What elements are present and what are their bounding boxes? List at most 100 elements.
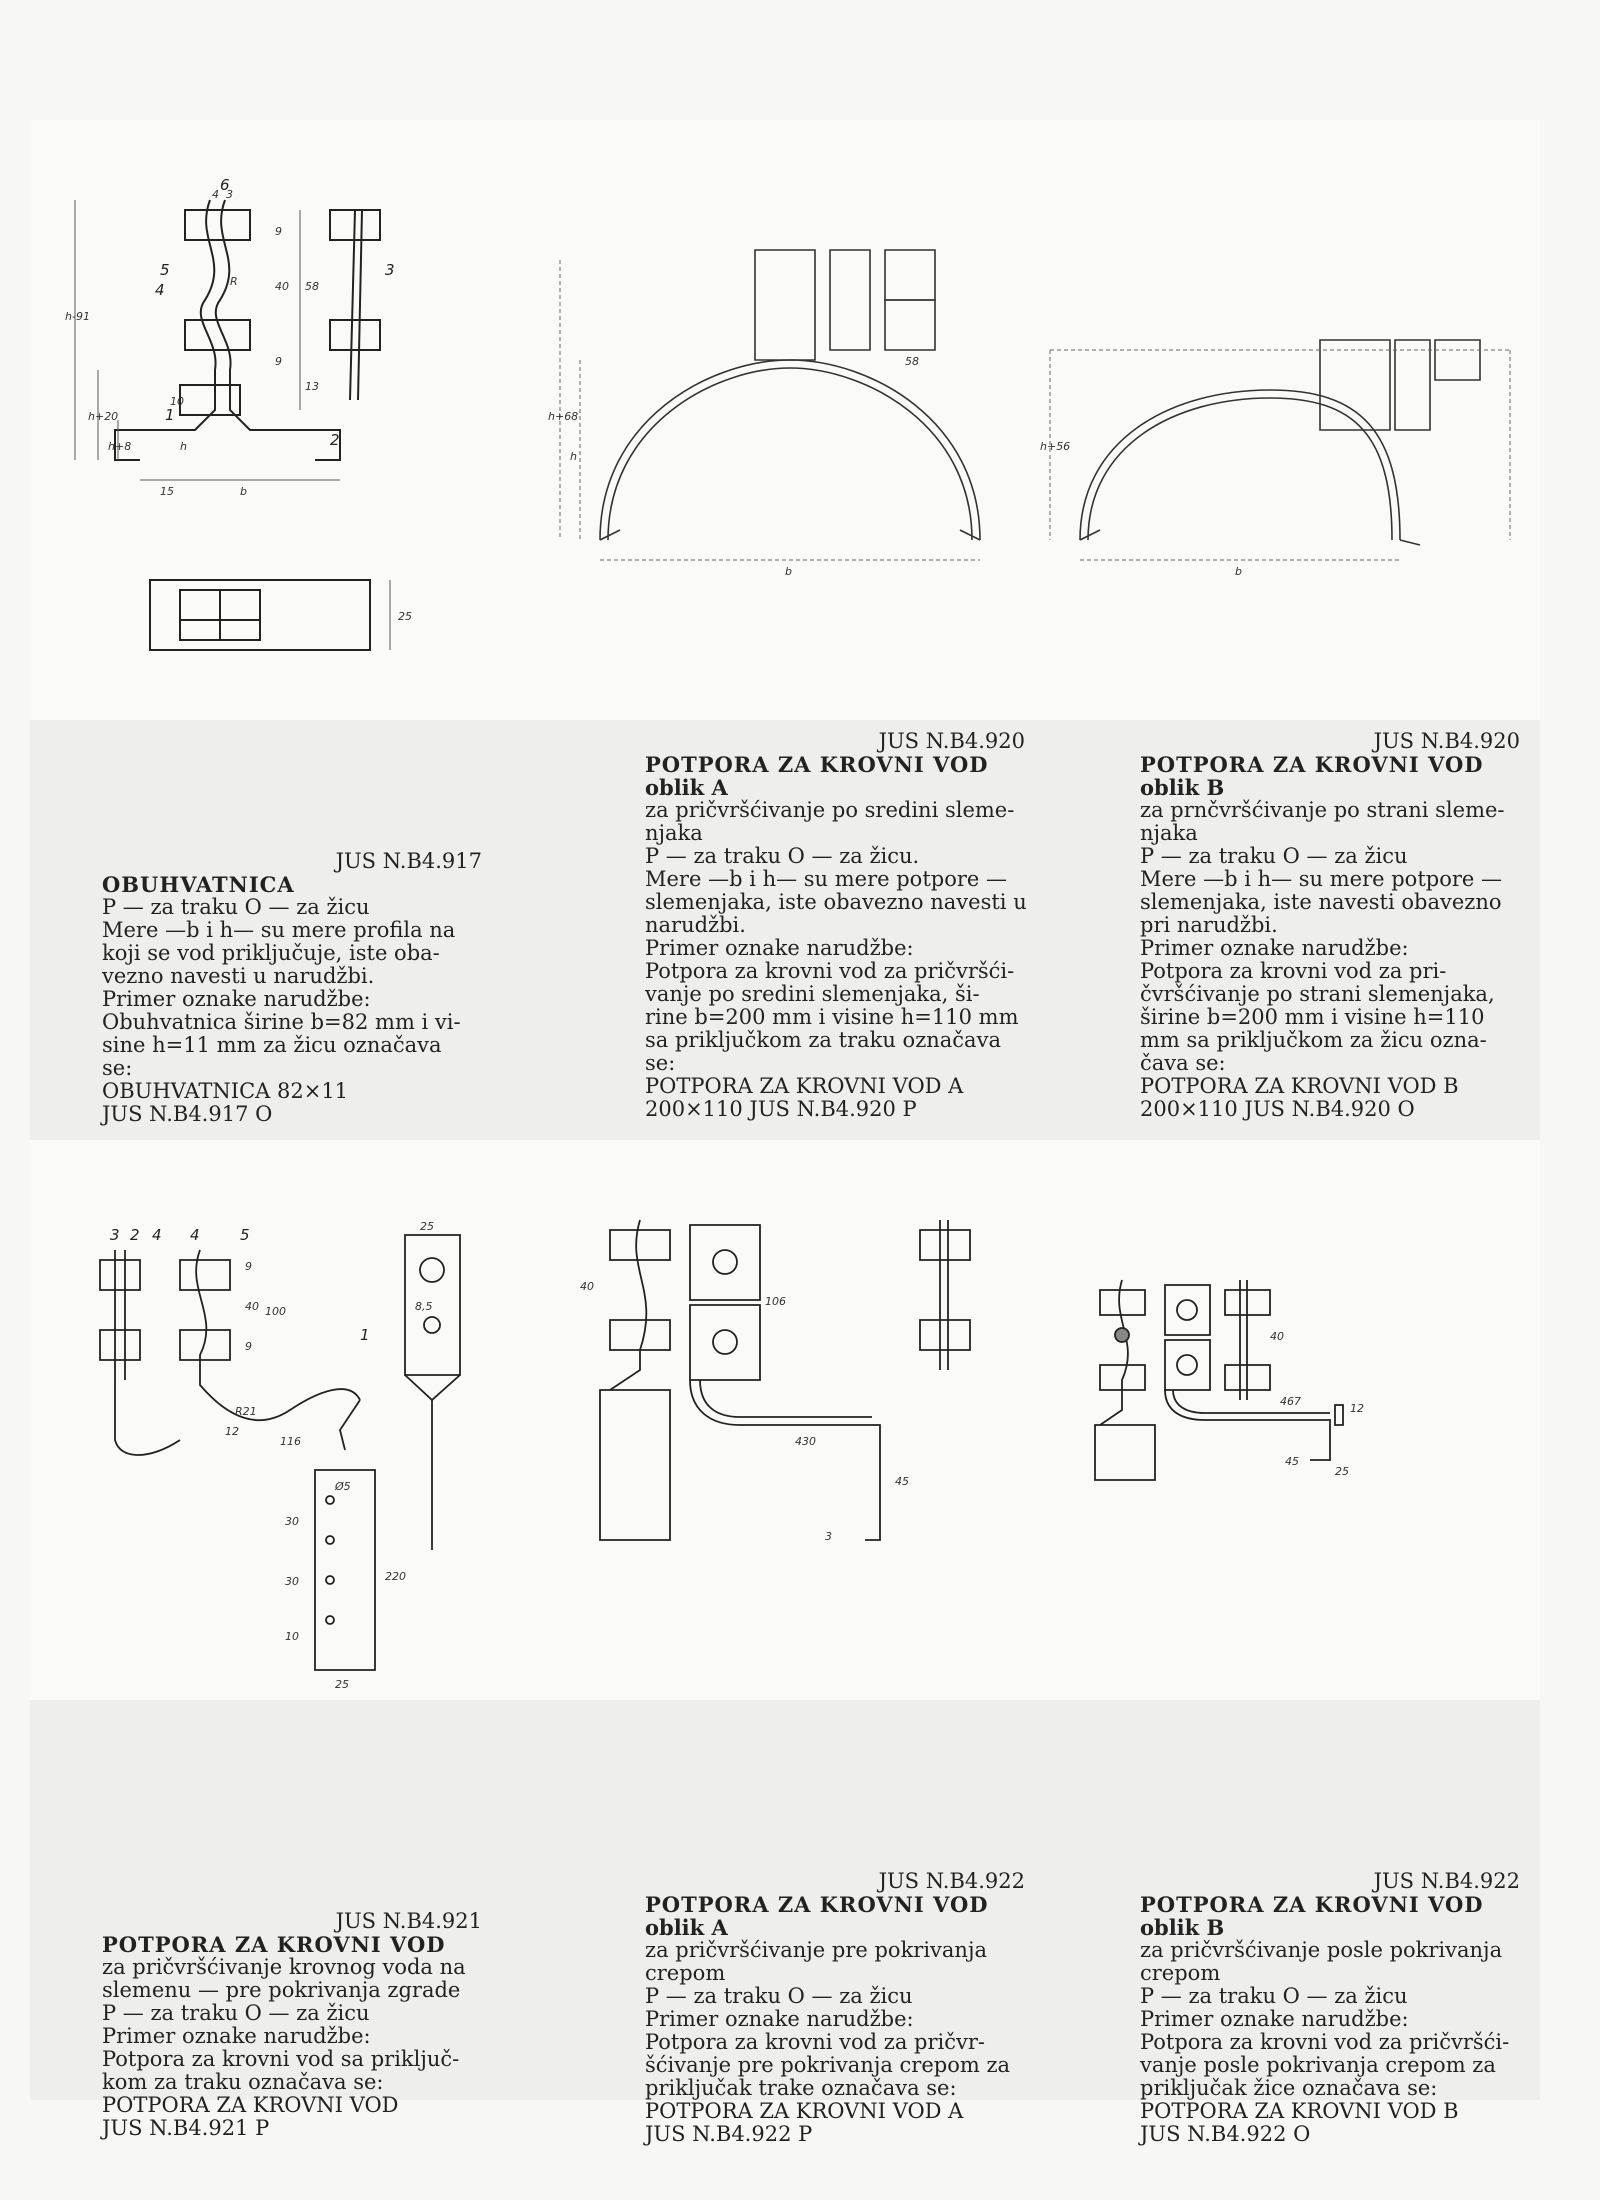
- text-line: vezno navesti u narudžbi.: [102, 964, 375, 988]
- text-potpora-922-b: JUS N.B4.922 POTPORA ZA KROVNI VOD oblik…: [1040, 1700, 1540, 2146]
- text-line: Primer oznake narudžbe:: [102, 2024, 371, 2048]
- drawing-obuhvatnica: 6 5 4 3 2 1 h-91 h+20 h+8 h 15 b 10 13 9…: [30, 120, 540, 720]
- text-line: širine b=200 mm i visine h=110: [1140, 1005, 1485, 1029]
- text-line: P — za traku O — za žicu: [1140, 844, 1408, 868]
- dim-10: 10: [170, 395, 184, 408]
- dim-9a: 9: [275, 225, 282, 238]
- dim-58: 58: [305, 280, 319, 293]
- text-line: vanje posle pokrivanja crepom za: [1140, 2053, 1496, 2077]
- dim-8-5: 8,5: [415, 1300, 433, 1313]
- dim-h20: h+20: [88, 410, 118, 423]
- text-line: sine h=11 mm za žicu označava: [102, 1033, 442, 1057]
- dim-40: 40: [580, 1280, 594, 1293]
- dim-430: 430: [795, 1435, 816, 1448]
- text-line: slemenu — pre pokrivanja zgrade: [102, 1978, 461, 2002]
- standard-code: JUS N.B4.922: [878, 1869, 1025, 1893]
- text-line: se:: [102, 1056, 133, 1080]
- label-4: 4: [155, 281, 165, 299]
- dim-b: b: [1235, 565, 1242, 578]
- label-4a: 4: [152, 1226, 162, 1244]
- text-line: Primer oznake narudžbe:: [645, 2007, 914, 2031]
- label-4b: 4: [190, 1226, 200, 1244]
- dim-30a: 30: [285, 1515, 299, 1528]
- dim-4: 4: [212, 188, 219, 201]
- text-line: koji se vod priključuje, iste oba-: [102, 941, 440, 965]
- text-potpora-922-a: JUS N.B4.922 POTPORA ZA KROVNI VOD oblik…: [540, 1700, 1040, 2146]
- dim-9b: 9: [275, 355, 282, 368]
- dim-40: 40: [1270, 1330, 1284, 1343]
- text-line: za pričvršćivanje posle pokrivanja: [1140, 1938, 1503, 1962]
- dim-40: 40: [275, 280, 289, 293]
- text-line: se:: [645, 1051, 676, 1075]
- text-line: P — za traku O — za žicu.: [645, 844, 920, 868]
- dim-R: R: [230, 275, 238, 288]
- dim-d5: Ø5: [334, 1480, 351, 1493]
- text-line: Potpora za krovni vod za pričvr-: [645, 2030, 985, 2054]
- dim-b: b: [240, 485, 247, 498]
- text-line: crepom: [645, 1961, 726, 1985]
- dim-25: 25: [1335, 1465, 1349, 1478]
- label-1: 1: [165, 406, 175, 424]
- panel-title: POTPORA ZA KROVNI VOD: [102, 1932, 446, 1957]
- text-line: JUS N.B4.922 O: [1140, 2122, 1311, 2146]
- standard-code: JUS N.B4.920: [1373, 729, 1520, 753]
- label-3: 3: [385, 261, 395, 279]
- text-line: POTPORA ZA KROVNI VOD B: [1140, 2099, 1459, 2123]
- label-3: 3: [110, 1226, 120, 1244]
- text-potpora-920-b: JUS N.B4.920 POTPORA ZA KROVNI VOD oblik…: [1040, 720, 1540, 1140]
- dim-106: 106: [765, 1295, 786, 1308]
- text-line: Potpora za krovni vod za pričvršći-: [1140, 2030, 1510, 2054]
- text-line: njaka: [645, 821, 703, 845]
- text-line: Potpora za krovni vod za pri-: [1140, 959, 1447, 983]
- dim-h91: h-91: [65, 310, 90, 323]
- text-line: Primer oznake narudžbe:: [1140, 2007, 1409, 2031]
- text-line: čvršćivanje po strani slemenjaka,: [1140, 982, 1495, 1006]
- text-line: slemenjaka, iste obavezno navesti u: [645, 890, 1027, 914]
- dim-9b: 9: [245, 1340, 252, 1353]
- text-line: Potpora za krovni vod sa priključ-: [102, 2047, 460, 2071]
- text-line: P — za traku O — za žicu: [645, 1984, 913, 2008]
- text-line: JUS N.B4.922 P: [645, 2122, 813, 2146]
- text-line: za pričvršćivanje krovnog voda na: [102, 1955, 466, 1979]
- dim-15: 15: [160, 485, 174, 498]
- dim-h8: h+8: [108, 440, 131, 453]
- panel-title: POTPORA ZA KROVNI VOD: [645, 752, 989, 777]
- text-line: slemenjaka, iste navesti obavezno: [1140, 890, 1502, 914]
- text-line: JUS N.B4.917 O: [102, 1102, 273, 1126]
- dim-100: 100: [265, 1305, 286, 1318]
- text-line: 200×110 JUS N.B4.920 P: [645, 1097, 917, 1121]
- dim-R21: R21: [235, 1405, 257, 1418]
- dim-45: 45: [1285, 1455, 1299, 1468]
- text-line: pri narudžbi.: [1140, 913, 1278, 937]
- dim-3: 3: [226, 188, 233, 201]
- text-line: narudžbi.: [645, 913, 746, 937]
- text-line: POTPORA ZA KROVNI VOD B: [1140, 1074, 1459, 1098]
- panel-subtitle: oblik A: [645, 775, 728, 800]
- dim-h: h: [570, 450, 577, 463]
- dim-12: 12: [1350, 1402, 1364, 1415]
- dim-25-top: 25: [420, 1220, 434, 1233]
- text-line: Potpora za krovni vod za pričvršći-: [645, 959, 1015, 983]
- dim-58: 58: [905, 355, 919, 368]
- dim-25: 25: [398, 610, 412, 623]
- drawing-potpora-922-a: 40 106 430 45 3: [540, 1140, 1040, 1700]
- text-line: POTPORA ZA KROVNI VOD A: [645, 2099, 964, 2123]
- text-line: za pričvršćivanje pre pokrivanja: [645, 1938, 987, 1962]
- label-5: 5: [160, 261, 170, 279]
- text-line: 200×110 JUS N.B4.920 O: [1140, 1097, 1415, 1121]
- dim-467: 467: [1280, 1395, 1301, 1408]
- text-line: sa priključkom za traku označava: [645, 1028, 1001, 1052]
- text-line: priključak trake označava se:: [645, 2076, 957, 2100]
- panel-subtitle: oblik B: [1140, 775, 1225, 800]
- panel-title: POTPORA ZA KROVNI VOD: [645, 1892, 989, 1917]
- drawing-potpora-920-a: h+68 h b 58: [540, 120, 1040, 720]
- text-line: Mere —b i h— su mere potpore —: [1140, 867, 1502, 891]
- text-line: priključak žice označava se:: [1140, 2076, 1438, 2100]
- panel-subtitle: oblik B: [1140, 1915, 1225, 1940]
- drawing-potpora-921: 3 2 4 4 5 1 25 8,5 9 40 9 100 R21 116 12…: [30, 1140, 540, 1700]
- text-line: JUS N.B4.921 P: [102, 2116, 270, 2140]
- text-line: čava se:: [1140, 1051, 1226, 1075]
- text-line: kom za traku označava se:: [102, 2070, 384, 2094]
- catalog-page: 6 5 4 3 2 1 h-91 h+20 h+8 h 15 b 10 13 9…: [30, 120, 1540, 2146]
- text-line: Primer oznake narudžbe:: [102, 987, 371, 1011]
